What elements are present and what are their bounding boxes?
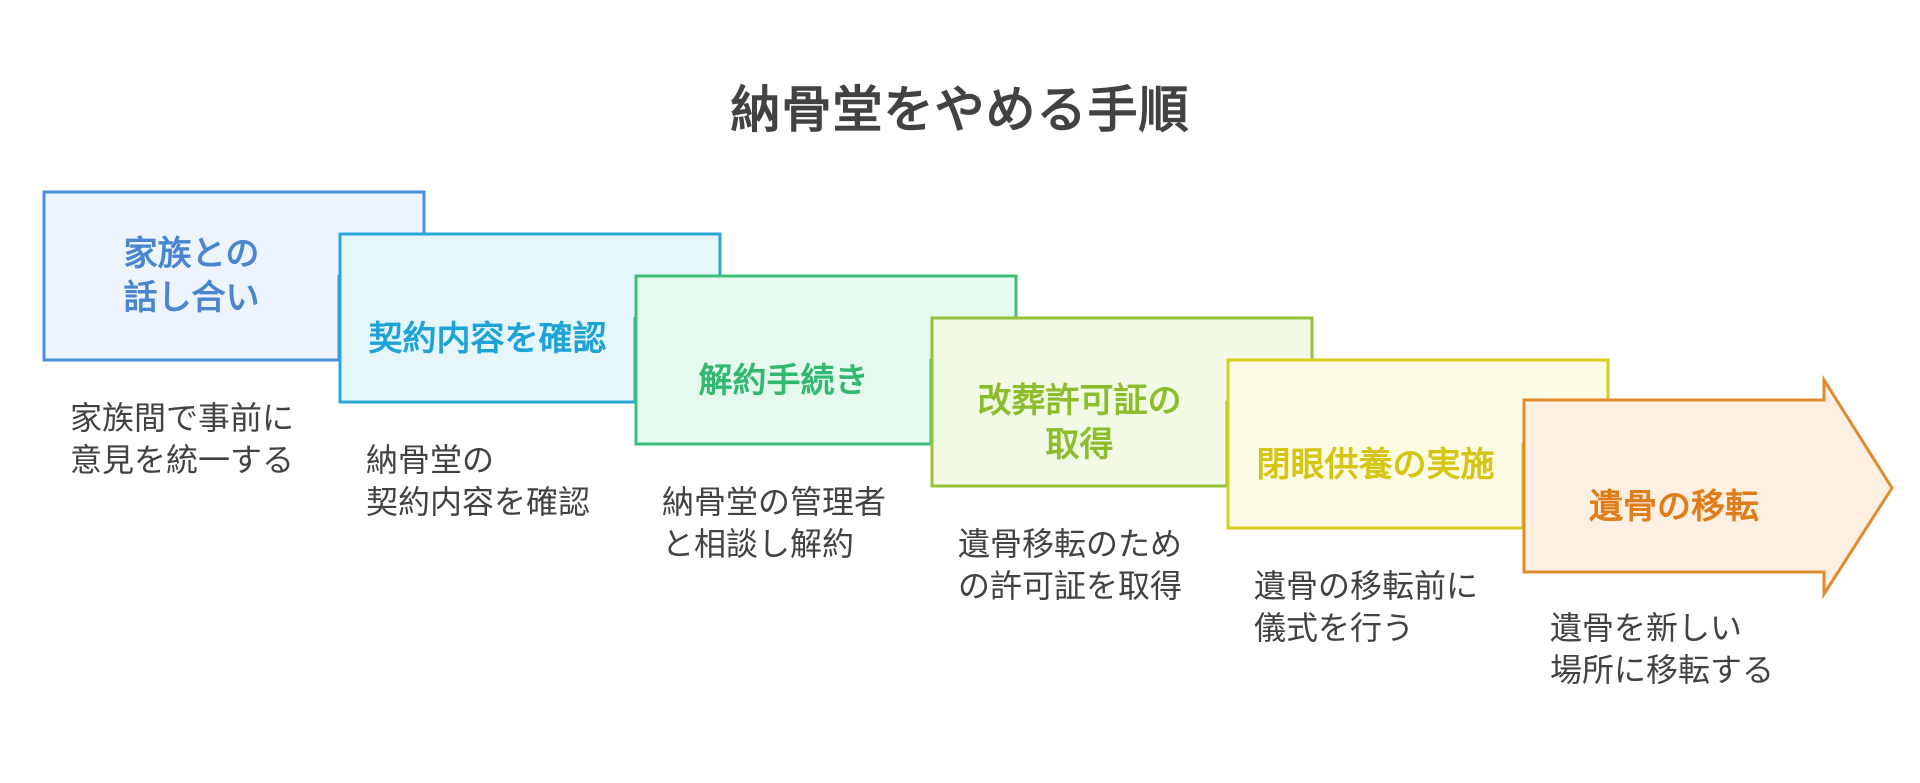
diagram-title: 納骨堂をやめる手順 bbox=[730, 81, 1190, 139]
step-label-5: 閉眼供養の実施 bbox=[1256, 444, 1495, 485]
step-shape-6 bbox=[1522, 374, 1894, 600]
step-label-1: 家族との 話し合い bbox=[123, 233, 260, 318]
step-description-2: 納骨堂の 契約内容を確認 bbox=[366, 441, 591, 522]
step-label-4: 改葬許可証の 取得 bbox=[977, 380, 1182, 465]
step-description-5: 遺骨の移転前に 儀式を行う bbox=[1254, 567, 1479, 648]
step-description-1: 家族間で事前に 意見を統一する bbox=[70, 399, 295, 480]
step-description-6: 遺骨を新しい 場所に移転する bbox=[1550, 609, 1775, 690]
step-label-3: 解約手続き bbox=[698, 360, 869, 401]
step-label-6: 遺骨の移転 bbox=[1589, 486, 1759, 527]
step-description-4: 遺骨移転のため の許可証を取得 bbox=[958, 525, 1183, 606]
step-description-3: 納骨堂の管理者 と相談し解約 bbox=[662, 483, 887, 564]
step-label-2: 契約内容を確認 bbox=[368, 318, 607, 359]
